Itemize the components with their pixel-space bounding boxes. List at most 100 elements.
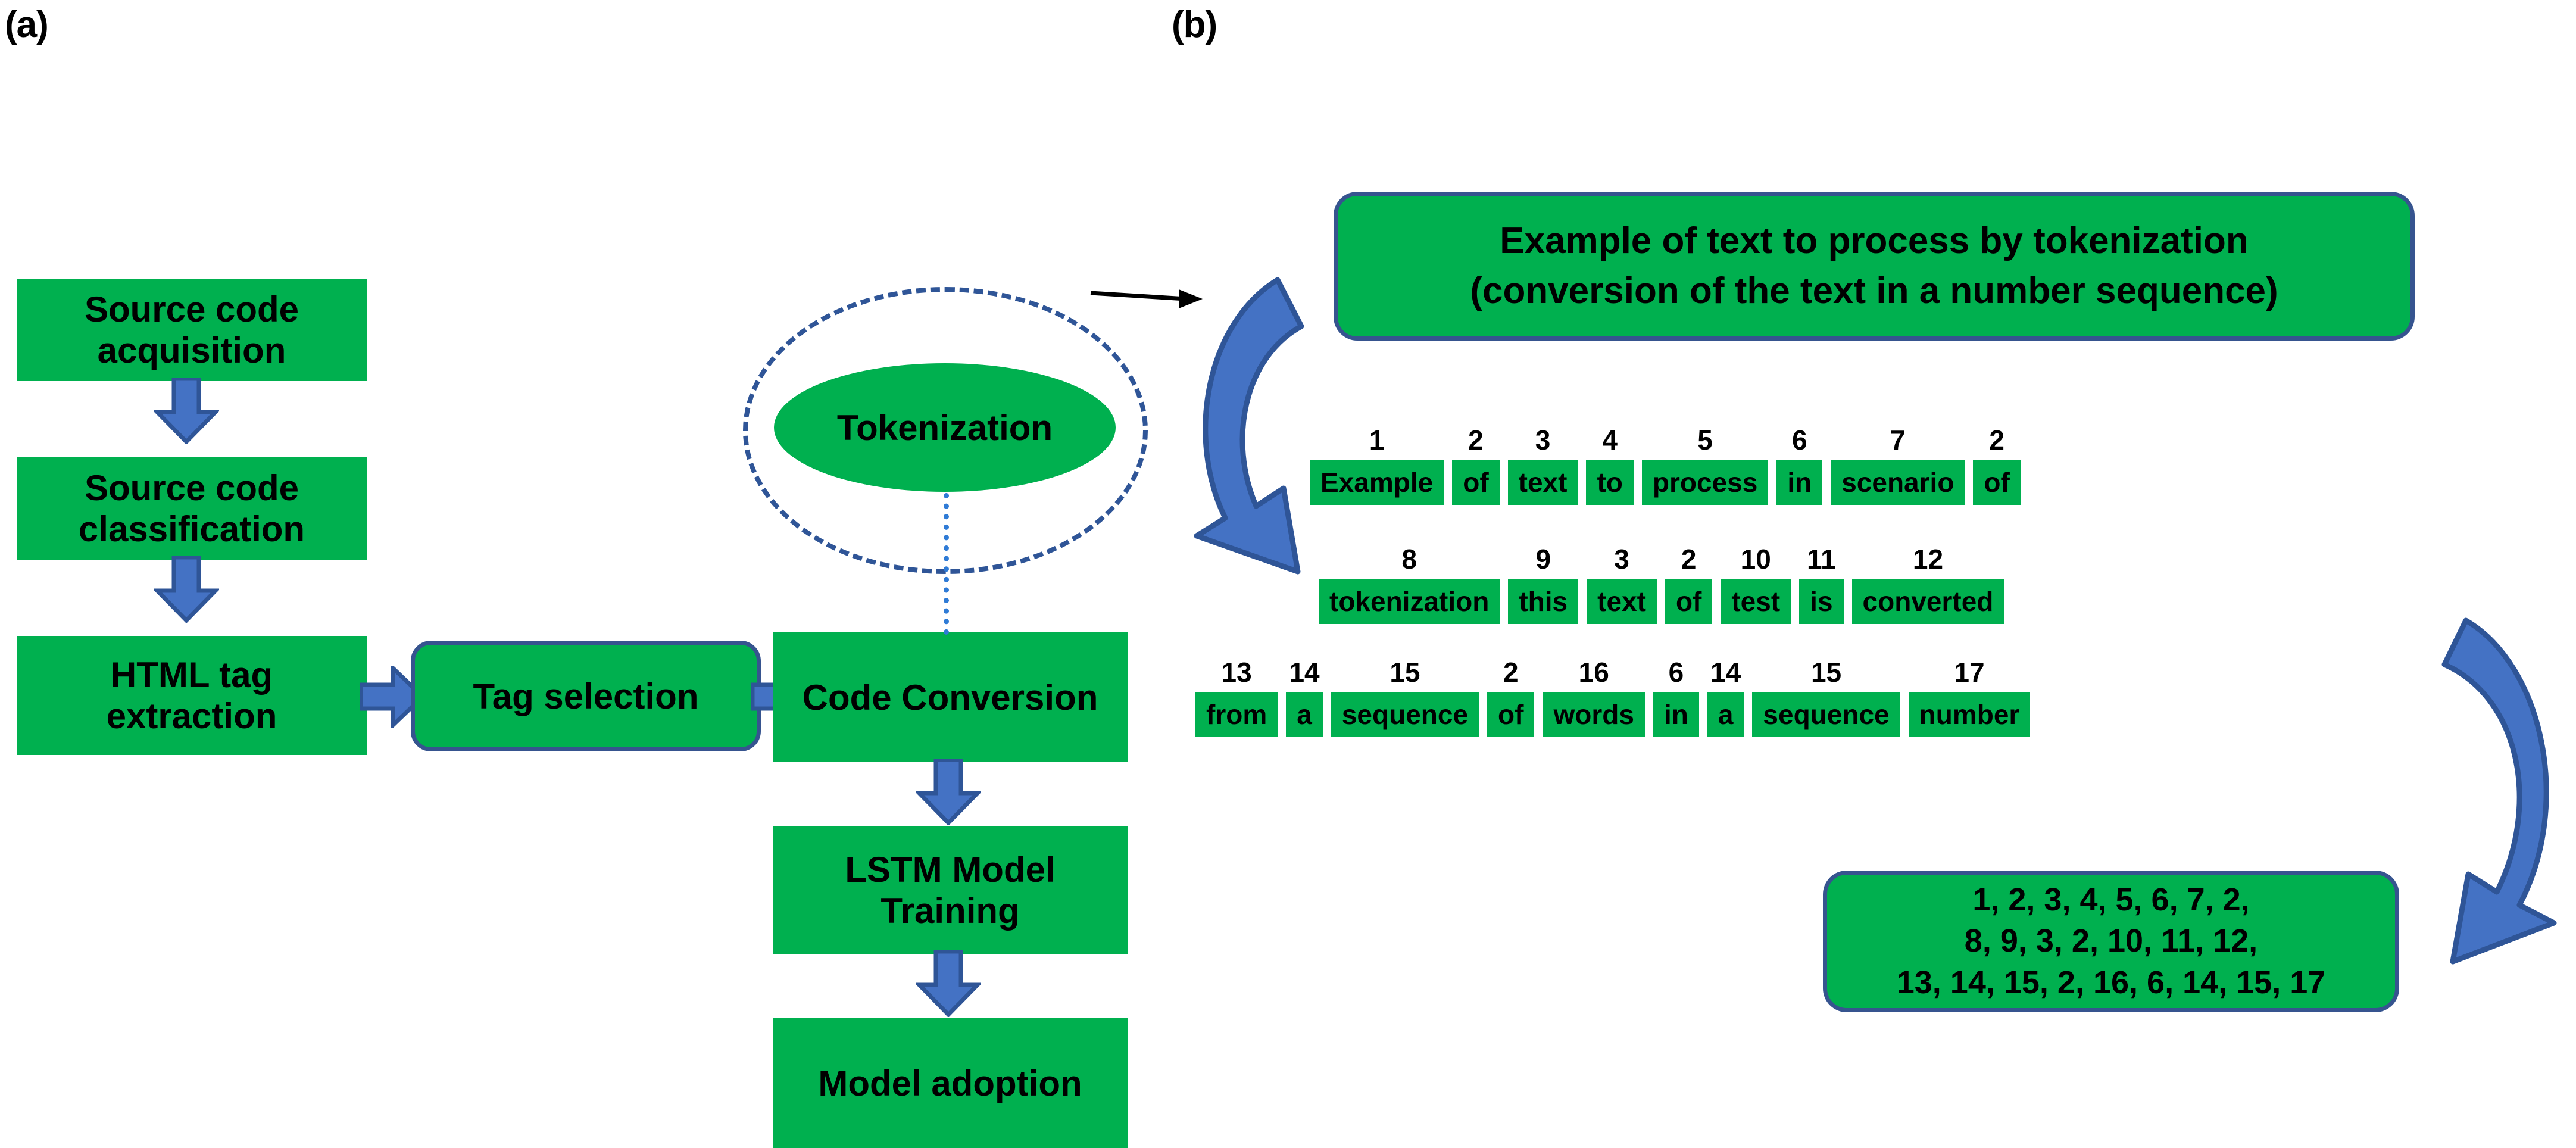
token-word: sequence <box>1331 692 1479 738</box>
token-cell[interactable]: 6 in <box>1776 425 1823 506</box>
token-index: 14 <box>1710 657 1741 688</box>
process-box-label: Source code classification <box>78 468 305 549</box>
token-word: converted <box>1851 579 2004 625</box>
tokenization-oval[interactable]: Tokenization <box>774 363 1116 492</box>
token-cell[interactable]: 2 of <box>1973 425 2021 506</box>
result-line-3: 13, 14, 15, 2, 16, 6, 14, 15, 17 <box>1896 964 2326 1000</box>
token-word: process <box>1641 460 1769 506</box>
token-index: 3 <box>1614 544 1629 575</box>
process-box-label: Code Conversion <box>802 677 1098 718</box>
token-index: 12 <box>1912 544 1944 575</box>
token-cell[interactable]: 11 is <box>1799 544 1844 625</box>
token-word: this <box>1508 579 1579 625</box>
token-word: Example <box>1310 460 1444 506</box>
panel-b-result-box: 1, 2, 3, 4, 5, 6, 7, 2, 8, 9, 3, 2, 10, … <box>1823 871 2399 1012</box>
token-cell[interactable]: 14 a <box>1707 657 1744 738</box>
token-word: of <box>1452 460 1500 506</box>
callout-arrow-icon <box>1084 262 1334 333</box>
token-index: 14 <box>1289 657 1320 688</box>
token-word: scenario <box>1831 460 1965 506</box>
token-cell[interactable]: 2 of <box>1452 425 1500 506</box>
token-cell[interactable]: 2 of <box>1487 657 1535 738</box>
token-index: 2 <box>1503 657 1519 688</box>
token-index: 5 <box>1697 425 1713 456</box>
process-box-model-adoption[interactable]: Model adoption <box>773 1018 1128 1148</box>
token-index: 11 <box>1807 544 1836 575</box>
token-index: 3 <box>1535 425 1551 456</box>
process-box-label: HTML tag extraction <box>106 655 277 736</box>
tokenization-label: Tokenization <box>836 407 1053 448</box>
token-cell[interactable]: 10 test <box>1721 544 1791 625</box>
token-word: words <box>1543 692 1645 738</box>
panel-b-title-box: Example of text to process by tokenizati… <box>1334 192 2415 341</box>
title-line-2: (conversion of the text in a number sequ… <box>1470 270 2278 311</box>
token-word: is <box>1799 579 1844 625</box>
token-cell[interactable]: 12 converted <box>1851 544 2004 625</box>
token-word: number <box>1908 692 2031 738</box>
token-word: text <box>1507 460 1578 506</box>
result-line-2: 8, 9, 3, 2, 10, 11, 12, <box>1964 923 2258 959</box>
process-box-source-code-classification[interactable]: Source code classification <box>17 457 367 560</box>
process-box-code-conversion[interactable]: Code Conversion <box>773 632 1128 762</box>
token-cell[interactable]: 14 a <box>1286 657 1323 738</box>
arrow-right-icon <box>360 666 425 728</box>
token-index: 13 <box>1221 657 1252 688</box>
token-cell[interactable]: 2 of <box>1665 544 1713 625</box>
token-cell[interactable]: 5 process <box>1641 425 1769 506</box>
arrow-down-icon <box>154 378 219 444</box>
token-index: 7 <box>1890 425 1906 456</box>
token-cell[interactable]: 16 words <box>1543 657 1645 738</box>
token-word: from <box>1195 692 1278 738</box>
curved-arrow-right-icon <box>2352 607 2576 982</box>
token-cell[interactable]: 13 from <box>1195 657 1278 738</box>
title-line-1: Example of text to process by tokenizati… <box>1500 220 2249 262</box>
process-box-source-code-acquisition[interactable]: Source code acquisition <box>17 279 367 381</box>
token-cell[interactable]: 3 text <box>1507 425 1578 506</box>
token-index: 8 <box>1401 544 1417 575</box>
token-word: of <box>1487 692 1535 738</box>
panel-a-label: (a) <box>5 4 49 45</box>
token-cell[interactable]: 15 sequence <box>1752 657 1900 738</box>
process-box-tag-selection[interactable]: Tag selection <box>411 641 761 751</box>
token-word: of <box>1665 579 1713 625</box>
result-line-1: 1, 2, 3, 4, 5, 6, 7, 2, <box>1972 882 2250 918</box>
token-word: sequence <box>1752 692 1900 738</box>
token-word: test <box>1721 579 1791 625</box>
token-cell[interactable]: 15 sequence <box>1331 657 1479 738</box>
process-box-html-tag-extraction[interactable]: HTML tag extraction <box>17 636 367 755</box>
token-index: 15 <box>1810 657 1842 688</box>
token-word: a <box>1707 692 1744 738</box>
token-cell[interactable]: 8 tokenization <box>1319 544 1500 625</box>
panel-b-label: (b) <box>1172 4 1217 45</box>
token-index: 2 <box>1681 544 1697 575</box>
token-cell[interactable]: 7 scenario <box>1831 425 1965 506</box>
token-cell[interactable]: 3 text <box>1587 544 1657 625</box>
token-index: 9 <box>1535 544 1551 575</box>
token-index: 10 <box>1740 544 1771 575</box>
token-index: 6 <box>1668 657 1684 688</box>
process-box-lstm-model-training[interactable]: LSTM Model Training <box>773 826 1128 954</box>
token-cell[interactable]: 9 this <box>1508 544 1579 625</box>
process-box-label: Tag selection <box>473 676 699 716</box>
dotted-connector <box>944 493 949 635</box>
process-box-label: Source code acquisition <box>84 289 299 370</box>
token-word: text <box>1587 579 1657 625</box>
token-index: 2 <box>1989 425 2004 456</box>
token-index: 2 <box>1468 425 1484 456</box>
token-row: 8 tokenization 9 this 3 text 2 of 10 test 11 is 12 co… <box>1319 544 2012 625</box>
token-index: 15 <box>1390 657 1420 688</box>
token-index: 6 <box>1791 425 1807 456</box>
token-word: a <box>1286 692 1323 738</box>
token-index: 1 <box>1369 425 1385 456</box>
token-word: tokenization <box>1319 579 1500 625</box>
token-index: 16 <box>1578 657 1609 688</box>
token-word: in <box>1776 460 1823 506</box>
token-word: of <box>1973 460 2021 506</box>
